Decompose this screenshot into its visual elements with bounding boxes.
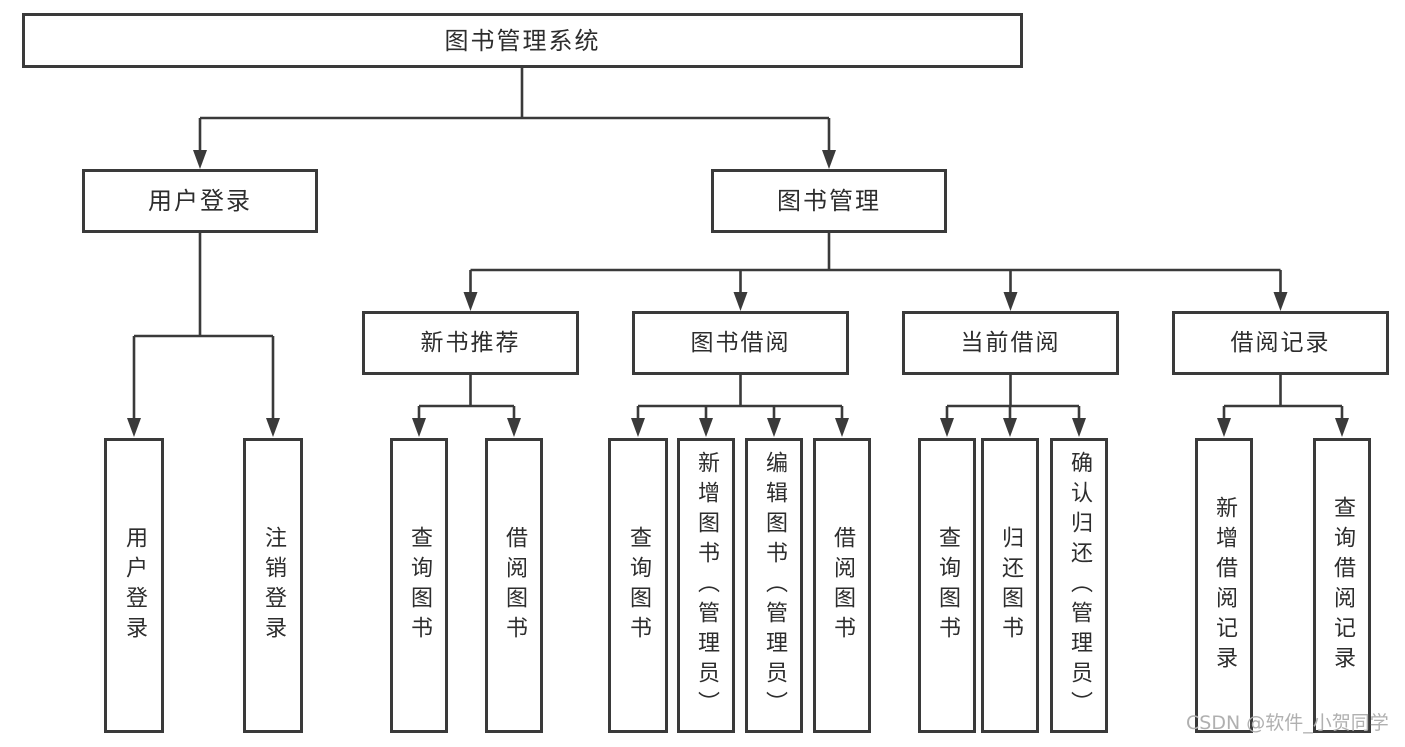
leaf-add-book-admin: 新增图书（管理员） <box>677 438 735 733</box>
leaf-query-books-recommend: 查询图书 <box>390 438 448 733</box>
csdn-watermark: CSDN @软件_小贺同学 <box>1186 712 1389 734</box>
leaf-return-book: 归还图书 <box>981 438 1039 733</box>
module-borrowing-records: 借阅记录 <box>1172 311 1389 375</box>
leaf-confirm-return-admin: 确认归还（管理员） <box>1050 438 1108 733</box>
leaf-add-borrow-record: 新增借阅记录 <box>1195 438 1253 733</box>
leaf-borrow-books-recommend: 借阅图书 <box>485 438 543 733</box>
node-user-login: 用户登录 <box>82 169 318 233</box>
leaf-query-borrow-record: 查询借阅记录 <box>1313 438 1371 733</box>
leaf-edit-book-admin: 编辑图书（管理员） <box>745 438 803 733</box>
module-book-borrowing: 图书借阅 <box>632 311 849 375</box>
leaf-borrow-books-borrow: 借阅图书 <box>813 438 871 733</box>
leaf-logout-login: 注销登录 <box>243 438 303 733</box>
leaf-query-books-current: 查询图书 <box>918 438 976 733</box>
leaf-query-books-borrow: 查询图书 <box>608 438 668 733</box>
module-current-borrowing: 当前借阅 <box>902 311 1119 375</box>
module-new-book-recommendation: 新书推荐 <box>362 311 579 375</box>
node-book-management: 图书管理 <box>711 169 947 233</box>
node-root: 图书管理系统 <box>22 13 1023 68</box>
leaf-user-login: 用户登录 <box>104 438 164 733</box>
